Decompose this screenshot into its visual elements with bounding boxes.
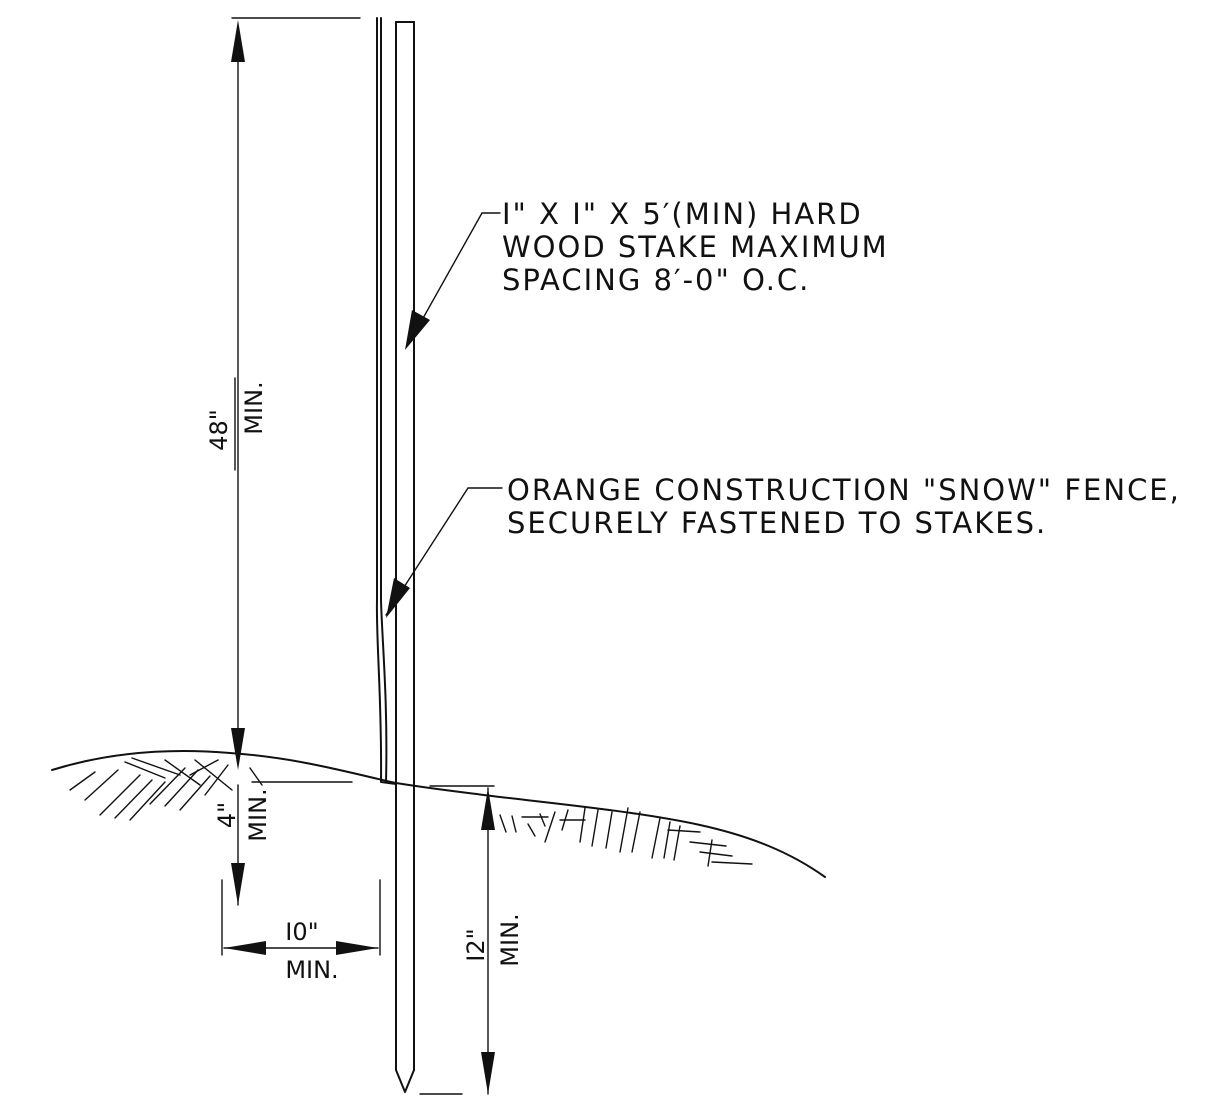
stake-note: I" X I" X 5′(MIN) HARD WOOD STAKE MAXIMU… bbox=[502, 197, 889, 297]
fence-leader bbox=[385, 487, 503, 618]
stake-leader bbox=[405, 212, 501, 350]
dim-12-value: I2" bbox=[462, 928, 490, 961]
dim-10-value: I0" bbox=[285, 918, 318, 946]
dim-48-qualifier: MIN. bbox=[240, 381, 268, 434]
fence-note-line-2: SECURELY FASTENED TO STAKES. bbox=[507, 506, 1047, 540]
dimension-48-min: 48" MIN. bbox=[205, 17, 361, 770]
fence-note-line-1: ORANGE CONSTRUCTION "SNOW" FENCE, bbox=[507, 473, 1181, 507]
soil-hatch-right bbox=[499, 807, 753, 867]
dim-48-value: 48" bbox=[205, 409, 233, 451]
soil-hatch-left bbox=[69, 757, 263, 821]
ground-line bbox=[51, 750, 826, 878]
snow-fence bbox=[375, 17, 397, 785]
fence-note: ORANGE CONSTRUCTION "SNOW" FENCE, SECURE… bbox=[507, 473, 1181, 540]
dim-12-qualifier: MIN. bbox=[496, 913, 524, 966]
dimension-10-min: I0" MIN. bbox=[221, 879, 381, 984]
wood-stake bbox=[395, 21, 415, 1093]
dim-4-qualifier: MIN. bbox=[244, 788, 272, 841]
stake-note-line-1: I" X I" X 5′(MIN) HARD bbox=[502, 197, 863, 231]
stake-note-line-2: WOOD STAKE MAXIMUM bbox=[502, 230, 889, 264]
dimension-4-min: 4" MIN. bbox=[213, 781, 353, 906]
dim-4-value: 4" bbox=[213, 802, 241, 828]
stake-note-line-3: SPACING 8′-0" O.C. bbox=[502, 263, 810, 297]
dim-10-qualifier: MIN. bbox=[285, 956, 338, 984]
dimension-12-min: I2" MIN. bbox=[419, 785, 524, 1095]
